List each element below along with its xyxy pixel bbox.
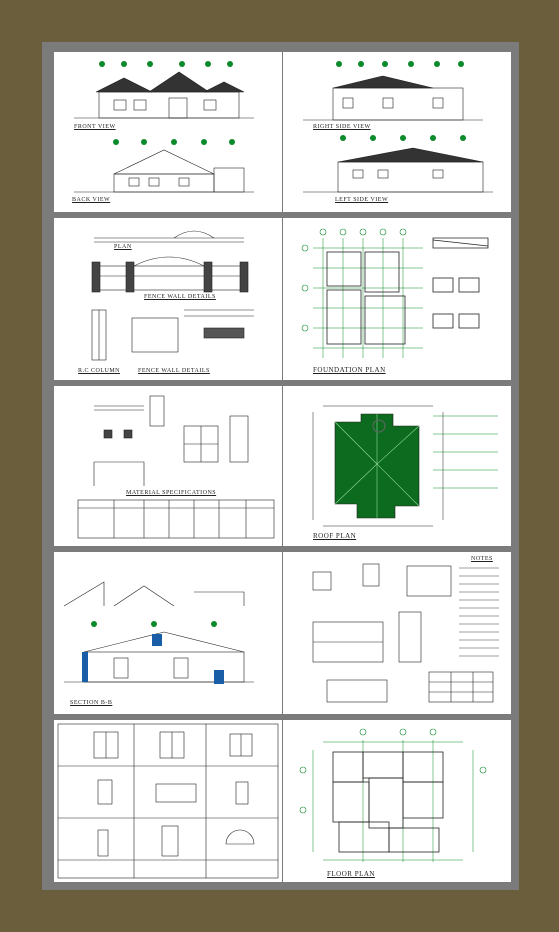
details-drawing [312,563,499,703]
sheet-front-back-views[interactable]: FRONT VIEW BACK VIEW [54,52,282,212]
drawing-set-frame: FRONT VIEW BACK VIEW [42,42,519,890]
sheet-window-door-schedule[interactable] [54,720,282,882]
section-drawing [63,581,254,684]
rc-column-label: R.C COLUMN [78,368,121,374]
roof-drawing [312,405,498,527]
sheet-side-views[interactable]: RIGHT SIDE VIEW LEFT SIDE VIEW [283,52,511,212]
front-view-label: FRONT VIEW [74,124,116,130]
sheet-floor-plan[interactable]: FLOOR PLAN [283,720,511,882]
roof-plan-label: ROOF PLAN [313,532,357,540]
schedule-drawing [57,723,279,879]
plan-label: PLAN [114,244,132,250]
left-side-view-label: LEFT SIDE VIEW [335,197,389,203]
fence-wall-details-label: FENCE WALL DETAILS [144,294,216,300]
elevation-drawing [74,61,254,193]
floor-drawing [299,728,487,862]
fence-wall-details-label-2: FENCE WALL DETAILS [138,368,210,374]
side-elevation-drawing [303,61,493,193]
floor-plan-label: FLOOR PLAN [327,870,375,878]
sheet-roof-plan[interactable]: ROOF PLAN [283,386,511,546]
sheet-section-details[interactable]: SECTION B-B [54,552,282,714]
material-specifications-label: MATERIAL SPECIFICATIONS [126,490,217,496]
fence-drawing [91,230,254,361]
sheet-material-specifications[interactable]: MATERIAL SPECIFICATIONS [54,386,282,546]
foundation-plan-label: FOUNDATION PLAN [313,366,386,374]
sheet-foundation-plan[interactable]: FOUNDATION PLAN [283,218,511,380]
sheet-fence-wall-details[interactable]: PLAN FENCE WALL DETAILS R.C COLUMN FENCE… [54,218,282,380]
notes-label: NOTES [471,556,493,562]
sheet-notes-details[interactable]: NOTES [283,552,511,714]
specification-drawing [77,395,275,539]
right-side-view-label: RIGHT SIDE VIEW [313,124,371,130]
back-view-label: BACK VIEW [72,197,111,203]
section-label: SECTION B-B [70,700,113,706]
foundation-drawing [301,228,489,358]
